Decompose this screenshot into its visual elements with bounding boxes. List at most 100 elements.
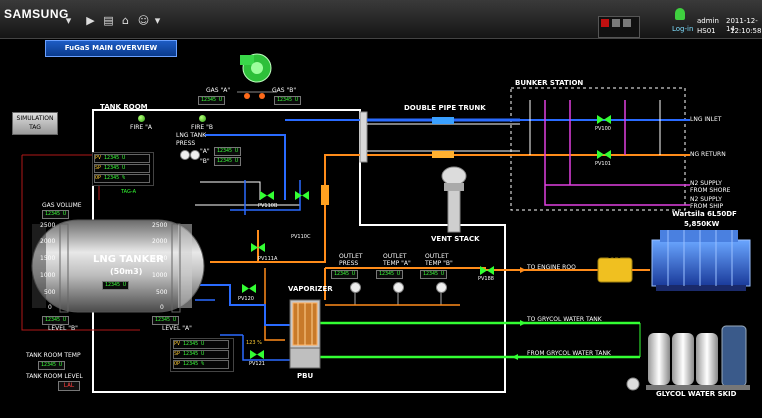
tank-room-temp-value[interactable]: 12345 U	[38, 361, 66, 370]
gas-b-value[interactable]: 12345 U	[274, 96, 302, 105]
pv111a-label: PV111A	[258, 256, 278, 262]
controller-1-pv[interactable]: PV 12345 U	[94, 154, 150, 163]
document-icon[interactable]: ▤	[103, 14, 114, 27]
vaporizer-title: VAPORIZER	[288, 285, 333, 293]
level-b-label: LEVEL "B"	[48, 325, 78, 332]
level-a-label: LEVEL "A"	[162, 325, 192, 332]
tanker-volume: (50m3)	[110, 267, 143, 276]
gas-a-value[interactable]: 12345 U	[198, 96, 226, 105]
play-icon[interactable]: ▶	[86, 14, 95, 27]
valve-pv120[interactable]	[242, 284, 256, 293]
vent-stack-title: VENT STACK	[431, 235, 480, 243]
press-a-tag: "A"	[200, 148, 210, 155]
glycol-pump-tank	[721, 325, 747, 387]
valve-pv111a[interactable]	[251, 243, 265, 252]
page-title[interactable]: FuGaS MAIN OVERVIEW	[45, 40, 177, 57]
tanker-value[interactable]: 12345 U	[102, 281, 130, 290]
controller-2-sp[interactable]: SP 12345 U	[173, 350, 229, 359]
dropdown-icon[interactable]: ▾	[65, 14, 72, 27]
valve-pv101[interactable]	[597, 150, 611, 159]
glycol-skid-title: GLYCOL WATER SKID	[656, 390, 737, 398]
gas-b-label: GAS "B"	[272, 87, 297, 94]
level-b-value[interactable]: 12345 U	[42, 316, 70, 325]
to-glycol-label: TO GRYCOL WATER TANK	[527, 316, 602, 323]
level-a-value[interactable]: 12345 U	[152, 316, 180, 325]
pv120-label: PV120	[238, 296, 254, 302]
controller-1-op[interactable]: OP 12345 %	[94, 174, 150, 183]
outlet-temp-b-value[interactable]: 12345 U	[420, 270, 448, 279]
login-label[interactable]: Log-in	[672, 25, 694, 33]
controller-1-sp[interactable]: SP 12345 U	[94, 164, 150, 173]
controller-2-pv[interactable]: PV 12345 U	[173, 340, 229, 349]
valve-pv188[interactable]	[480, 266, 494, 275]
valve-pv100[interactable]	[597, 115, 611, 124]
engine-power: 5,850KW	[684, 220, 720, 228]
gvu-unit	[597, 257, 633, 283]
ng-pipe-orange	[210, 154, 360, 263]
outlet-temp-b-gauge-icon	[436, 282, 447, 293]
alarm-indicator-icon[interactable]	[601, 19, 609, 27]
pv110c-label: PV110C	[291, 234, 311, 240]
tank-room-temp-label: TANK ROOM TEMP	[26, 352, 81, 359]
pv121-label: PV121	[249, 361, 265, 367]
press-a-value[interactable]: 12345 U	[214, 147, 242, 156]
tag-a-label: TAG-A	[121, 189, 136, 195]
press-b-value[interactable]: 12345 U	[214, 157, 242, 166]
double-pipe-trunk-title: DOUBLE PIPE TRUNK	[404, 104, 486, 112]
press-b-tag: "B"	[200, 158, 210, 165]
valve-pv110c[interactable]	[295, 191, 309, 200]
users-icon[interactable]: ☺	[137, 14, 150, 27]
user-name: admin	[697, 17, 719, 25]
engine-block	[651, 239, 751, 287]
home-icon[interactable]: ⌂	[122, 14, 129, 27]
login-user-icon[interactable]	[675, 8, 685, 20]
current-date: 2011-12-14	[726, 17, 758, 33]
simulation-tag-button[interactable]: SIMULATION TAG	[12, 112, 58, 135]
outlet-temp-a-label: OUTLET TEMP "A"	[383, 253, 411, 267]
tank-room-level-label: TANK ROOM LEVEL	[26, 373, 83, 380]
lng-tank-pipe-blue	[205, 119, 360, 200]
gas-b-alarm-icon	[259, 93, 265, 99]
gas-volume-label: GAS VOLUME	[42, 202, 82, 209]
tank-scale-right: 2500 2000 1500 1000 500 0	[152, 222, 168, 311]
press-gauge-b-icon	[190, 150, 200, 160]
lng-tank-press-label: LNG TANK PRESS	[176, 132, 207, 147]
top-toolbar: SAMSUNG ▾ ▶ ▤ ⌂ ☺ ▾ Log-in admin HS01 20…	[0, 0, 762, 39]
tanker-name: LNG TANKER	[93, 254, 164, 265]
glycol-pump-icon	[626, 377, 640, 391]
bunker-station-boundary	[510, 87, 686, 211]
tank-room-boundary	[92, 109, 506, 393]
outlet-press-label: OUTLET PRESS	[339, 253, 363, 267]
tank-scale-left: 2500 2000 1500 1000 500 0	[40, 222, 56, 311]
chevron-down-icon[interactable]: ▾	[154, 14, 161, 27]
outlet-temp-a-gauge-icon	[393, 282, 404, 293]
fire-a-label: FIRE "A	[130, 124, 152, 131]
status-indicator-2-icon[interactable]	[623, 19, 631, 27]
gvu-title: GVU	[607, 253, 622, 260]
pv188-label: PV188	[478, 276, 494, 282]
host-name: HS01	[697, 27, 716, 35]
valve-pv121[interactable]	[250, 350, 264, 359]
status-indicator-icon[interactable]	[612, 19, 620, 27]
lng-inlet-label: LNG INLET	[690, 116, 722, 123]
pbu-unit	[289, 347, 321, 369]
ng-return-label: NG RETURN	[690, 151, 726, 158]
controller-2-op[interactable]: OP 12345 %	[173, 360, 229, 369]
pv110b-label: PV110B	[258, 203, 278, 209]
outlet-press-gauge-icon	[350, 282, 361, 293]
outlet-temp-a-value[interactable]: 12345 U	[376, 270, 404, 279]
n2-shore-label: N2 SUPPLY FROM SHORE	[690, 180, 731, 194]
current-time: 12:10:58	[730, 27, 762, 35]
gas-a-label: GAS "A"	[206, 87, 231, 94]
outlet-press-value[interactable]: 12345 U	[331, 270, 359, 279]
tank-room-level-value[interactable]: LAL	[58, 381, 80, 391]
gas-a-alarm-icon	[244, 93, 250, 99]
lng-pipe-blue-lower	[200, 284, 290, 326]
bunker-station-title: BUNKER STATION	[515, 79, 584, 87]
n2-ship-label: N2 SUPPLY FROM SHIP	[690, 196, 724, 210]
fire-a-lamp-icon	[138, 115, 145, 122]
pv121-op: 123 %	[246, 340, 262, 346]
gas-volume-value[interactable]: 12345 U	[42, 210, 70, 219]
valve-pv110b[interactable]	[260, 191, 274, 200]
